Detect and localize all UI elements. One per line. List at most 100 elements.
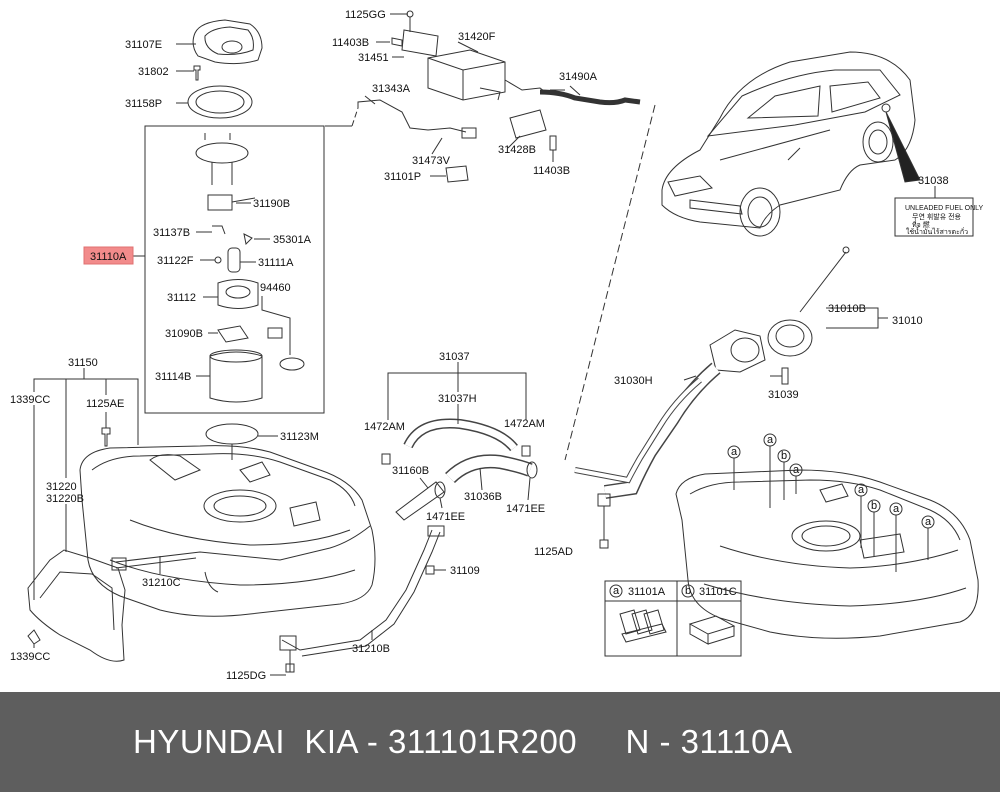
part-label: 31030H (614, 375, 653, 387)
part-label: 11403B (533, 165, 570, 177)
part-label: 31101P (384, 171, 421, 183)
part-label: 31190B (253, 198, 290, 210)
hose-clip-31473V (461, 127, 477, 139)
bracket-31037 (387, 372, 527, 385)
callout-letter: a (893, 503, 900, 515)
fuel-decal-31038 (894, 197, 974, 237)
part-label: 31037 (439, 351, 470, 363)
part-label: 31112 (167, 292, 196, 304)
pump-reservoir-31112 (217, 279, 259, 309)
leader-31030H (683, 375, 697, 381)
bolt-1125DG (285, 663, 295, 673)
filler-neck-opening (730, 337, 760, 363)
part-label: 1125DG (226, 670, 266, 682)
canister-31420F (427, 49, 506, 101)
bracket-31150 (33, 378, 139, 445)
part-label: 1339CC (10, 651, 50, 663)
vapor-hose-31343A (357, 99, 467, 133)
callout-letter: a (925, 516, 932, 528)
leader-31420F (457, 41, 479, 53)
pump-bowl-31114B (209, 351, 263, 403)
float-94460 (279, 357, 305, 371)
filter-31122F (214, 256, 222, 264)
leader-31160B (419, 477, 429, 489)
filter-31090B (217, 325, 249, 343)
legend-a-letter: a (613, 585, 620, 597)
part-label: 31343A (372, 83, 411, 95)
decal-line: ใช้น้ำมันไร้สารตะกั่ว (906, 225, 968, 236)
decal-line: UNLEADED FUEL ONLY (905, 205, 984, 212)
highlight-31110A (83, 246, 134, 265)
leader-31036B (479, 467, 483, 491)
leader-31428B (507, 135, 521, 149)
seal-ring-inner (195, 90, 245, 114)
nut-31109 (425, 565, 435, 575)
screw-31039 (781, 367, 789, 385)
callout-markers (727, 433, 935, 572)
part-label: 31428B (498, 144, 536, 156)
part-label: 1471EE (426, 511, 465, 523)
part-label: 31122F (157, 255, 194, 267)
part-label: 31802 (138, 66, 169, 78)
part-label: 94460 (260, 282, 291, 294)
callout-letter: a (731, 446, 738, 458)
part-label: 31420F (458, 31, 496, 43)
legend-b-circle (681, 584, 695, 598)
pump-cover-inner (204, 26, 254, 55)
part-label: 1125GG (345, 9, 386, 21)
hose-31036B-inner (446, 455, 533, 483)
part-label: 31210C (142, 577, 181, 589)
leader-31343A (364, 95, 376, 105)
part-label: 31039 (768, 389, 799, 401)
clamp-1471EE-right (526, 461, 538, 479)
fuel-tank-right-view (675, 469, 979, 639)
strap-31210C-end (111, 557, 127, 571)
screw-31802 (193, 65, 201, 81)
strap-31210B (281, 529, 433, 651)
part-label: 31010B (828, 303, 866, 315)
strap-31210C-edge (115, 557, 197, 569)
part-label: 1471EE (506, 503, 545, 515)
connector-35301A (243, 233, 253, 246)
part-label: 31137B (153, 227, 190, 239)
part-label: 31451 (358, 52, 389, 64)
part-label: 31109 (450, 565, 480, 577)
gasket-31123M (205, 423, 259, 445)
sender-wire-94460 (261, 296, 291, 355)
part-label: 31036B (464, 491, 502, 503)
heat-shield-31220 (27, 549, 126, 662)
part-label: 31220 (46, 481, 77, 493)
part-label: 31220B (46, 493, 84, 505)
leader-1471EE-right (527, 477, 531, 501)
bracket-31160B (395, 481, 445, 521)
legend-a-circle (609, 584, 623, 598)
rubber-pads-31101A (619, 609, 667, 643)
part-label: 1125AD (534, 546, 573, 558)
decal-text: UNLEADED FUEL ONLY 무연 휘발유 전용 ที่จ 燃 ใช้น… (905, 205, 984, 236)
pump-assembly-box (144, 125, 325, 414)
filler-neck-head (709, 329, 766, 373)
hose-31037H-inner (404, 419, 517, 451)
part-label: 31160B (392, 465, 429, 477)
pointer-to-decal (885, 111, 921, 183)
rubber-pad-31101C (688, 615, 736, 645)
callout-letter: a (767, 434, 774, 446)
leader-31473V (431, 137, 443, 155)
part-label: 31158P (125, 98, 162, 110)
pump-bracket-31190B (207, 194, 233, 211)
part-label: 35301A (273, 234, 312, 246)
strap-31210B-top-end (427, 525, 445, 537)
part-label: 31490A (559, 71, 598, 83)
vent-hose-31490A (539, 89, 641, 106)
phantom-line-filler (564, 104, 656, 461)
pump-cover-hole (221, 40, 243, 54)
legend-box (604, 580, 742, 657)
leader-31490A (569, 85, 581, 96)
callout-letters: a a b a a b a a (731, 434, 932, 528)
part-label: 31010 (892, 315, 923, 327)
cap-strap (799, 251, 847, 313)
part-label: 31038 (918, 175, 949, 187)
bracket-31451 (401, 29, 439, 57)
strap-31210B-bottom-end (279, 635, 297, 651)
leader-1471EE-left (439, 497, 443, 509)
